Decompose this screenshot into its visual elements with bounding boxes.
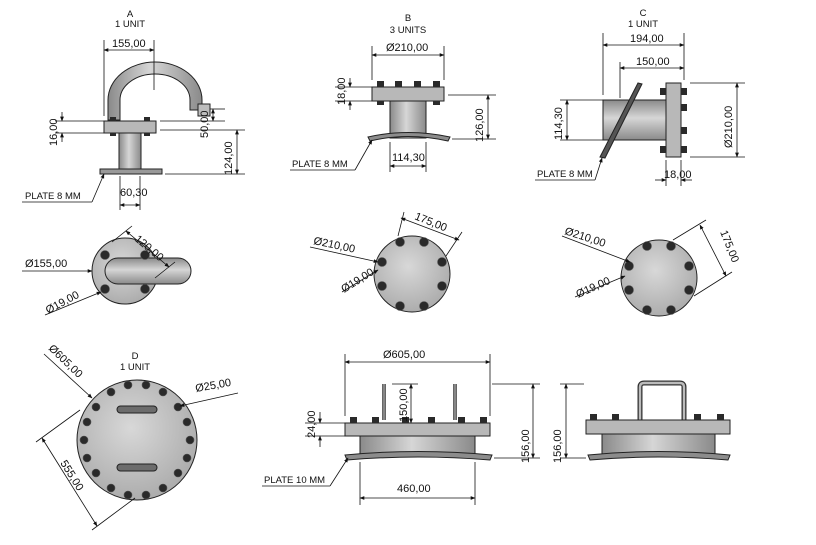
- view-d-side: 156,00: [552, 380, 731, 463]
- dim-c-18: 18,00: [664, 169, 692, 181]
- dim-c-210: Ø210,00: [723, 106, 735, 148]
- dim-d-front-156: 156,00: [520, 429, 532, 463]
- dim-d-front-605: Ø605,00: [383, 349, 425, 361]
- dim-d-side-156: 156,00: [552, 429, 564, 463]
- view-b-side: B 3 UNITS Ø210,00 18,00 126,00 114,30 PL…: [290, 13, 496, 172]
- dim-b-114: 114,30: [392, 152, 425, 164]
- dim-c-150: 150,00: [636, 56, 670, 68]
- plate-d: PLATE 10 MM: [264, 475, 325, 486]
- view-a-top: Ø155,00 120,00 Ø19,00: [22, 225, 192, 317]
- dim-a-50: 50,00: [199, 110, 211, 138]
- dim-b-126: 126,00: [474, 108, 486, 142]
- dim-d-front-460: 460,00: [397, 483, 431, 495]
- dim-a-top-19: Ø19,00: [44, 289, 82, 317]
- view-a-letter: A: [127, 9, 134, 20]
- plate-b: PLATE 8 MM: [292, 159, 348, 170]
- view-c-top: Ø210,00 175,00 Ø19,00: [561, 219, 741, 317]
- dim-a-155: 155,00: [112, 38, 146, 50]
- plate-a: PLATE 8 MM: [25, 191, 81, 202]
- dim-b-210: Ø210,00: [386, 42, 428, 54]
- view-d-letter: D: [132, 351, 139, 362]
- dim-c-top-210: Ø210,00: [563, 225, 607, 249]
- view-b-letter: B: [405, 13, 411, 24]
- dim-b-top-19: Ø19,00: [339, 266, 376, 295]
- view-c-side: C 1 UNIT 194,00 150,00 114,30 Ø210,00 18…: [535, 8, 745, 186]
- dim-b-18: 18,00: [336, 77, 348, 105]
- dim-c-top-19: Ø19,00: [574, 275, 612, 301]
- dim-d-front-24: 24,00: [306, 410, 318, 438]
- view-b-top: Ø210,00 175,00 Ø19,00: [309, 211, 463, 313]
- view-d-qty: 1 UNIT: [120, 362, 150, 373]
- dim-c-194: 194,00: [630, 33, 664, 45]
- dim-d-25: Ø25,00: [194, 377, 232, 395]
- dim-a-16: 16,00: [48, 118, 60, 146]
- view-d-front: Ø605,00 24,00 150,00 156,00 460,00 PLATE…: [262, 349, 540, 505]
- dim-a-top-155: Ø155,00: [25, 258, 67, 270]
- dim-a-124: 124,00: [223, 141, 235, 175]
- view-d-top: D 1 UNIT Ø605,00 Ø25,00 555,00: [35, 343, 239, 531]
- dim-b-top-175: 175,00: [413, 211, 449, 235]
- view-c-qty: 1 UNIT: [628, 19, 658, 30]
- view-b-qty: 3 UNITS: [390, 25, 426, 36]
- view-a-qty: 1 UNIT: [115, 19, 145, 30]
- dim-a-60: 60,30: [120, 187, 148, 199]
- dim-c-114: 114,30: [553, 107, 565, 140]
- dim-c-top-175: 175,00: [717, 229, 741, 265]
- view-c-letter: C: [640, 8, 647, 19]
- dim-d-front-150: 150,00: [398, 388, 410, 422]
- view-a-side: A 1 UNIT 155,00 16,00 50,00 124,00: [22, 9, 245, 210]
- plate-c: PLATE 8 MM: [537, 169, 593, 180]
